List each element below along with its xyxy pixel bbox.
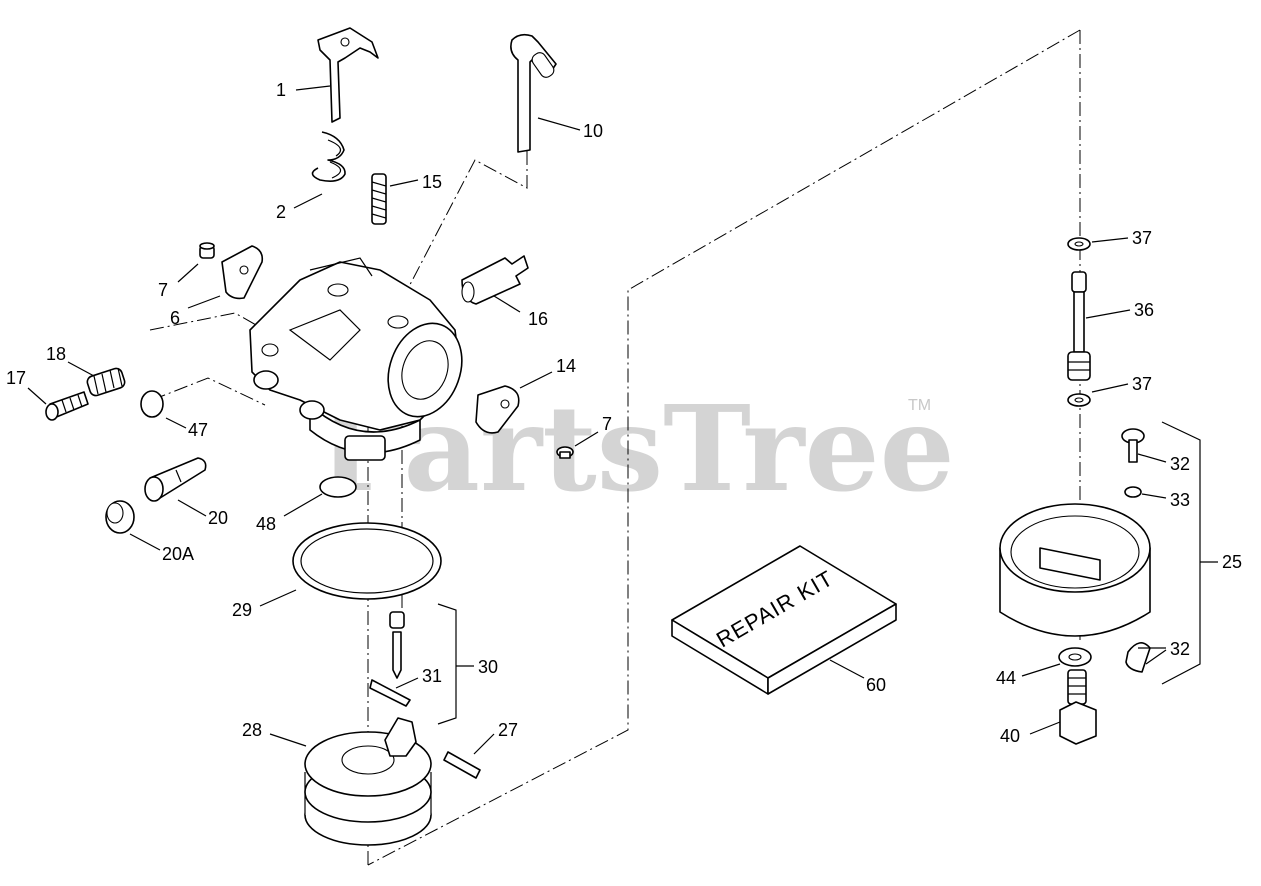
fiber-washer-part bbox=[1058, 647, 1092, 667]
carburetor-body-part bbox=[249, 257, 463, 461]
drain-washer-part bbox=[1124, 486, 1142, 498]
callout-1: 1 bbox=[276, 80, 286, 100]
cap-part bbox=[105, 500, 135, 534]
callout-15: 15 bbox=[422, 172, 442, 192]
callout-10: 10 bbox=[583, 121, 603, 141]
callout-7-right: 7 bbox=[602, 414, 612, 434]
callout-37-top: 37 bbox=[1132, 228, 1152, 248]
bowl-bolt-part bbox=[1067, 271, 1091, 381]
leader-lines bbox=[27, 85, 1218, 755]
callout-36: 36 bbox=[1134, 300, 1154, 320]
callout-20: 20 bbox=[208, 508, 228, 528]
callout-37-bottom: 37 bbox=[1132, 374, 1152, 394]
callout-20A: 20A bbox=[162, 544, 194, 564]
watermark-trademark: TM bbox=[908, 397, 931, 414]
bowl-nut-part bbox=[1059, 669, 1097, 745]
gasket-disc-part bbox=[319, 476, 357, 498]
callout-2: 2 bbox=[276, 202, 286, 222]
callout-16: 16 bbox=[528, 309, 548, 329]
callout-labels: 1 2 10 15 7 6 16 18 17 14 47 7 20 48 20A… bbox=[6, 80, 1242, 746]
welch-plug-part bbox=[140, 390, 164, 418]
bowl-clip-part bbox=[1125, 642, 1151, 673]
washer-part-bottom bbox=[1067, 393, 1091, 407]
callout-30: 30 bbox=[478, 657, 498, 677]
fuel-fitting-part bbox=[461, 255, 529, 305]
choke-lever-plate-part bbox=[475, 385, 520, 434]
throttle-shaft-part bbox=[317, 27, 379, 123]
repair-kit-part: REPAIR KIT bbox=[671, 545, 897, 695]
main-jet-screw-part bbox=[144, 457, 207, 502]
callout-7-left: 7 bbox=[158, 280, 168, 300]
throttle-spring-part bbox=[311, 131, 346, 182]
callout-32-top: 32 bbox=[1170, 454, 1190, 474]
washer-part-top bbox=[1067, 237, 1091, 251]
callout-60: 60 bbox=[866, 675, 886, 695]
callout-40: 40 bbox=[1000, 726, 1020, 746]
callout-28: 28 bbox=[242, 720, 262, 740]
drain-screw-part bbox=[1121, 428, 1145, 463]
callout-47: 47 bbox=[188, 420, 208, 440]
callout-18: 18 bbox=[46, 344, 66, 364]
callout-33: 33 bbox=[1170, 490, 1190, 510]
choke-plate-part bbox=[221, 245, 264, 300]
choke-shaft-part bbox=[510, 33, 557, 153]
float-needle-part bbox=[369, 611, 411, 707]
idle-screw-spring-part bbox=[371, 173, 387, 225]
float-pin-part bbox=[443, 751, 481, 779]
mixture-spring-part bbox=[86, 367, 126, 397]
callout-25: 25 bbox=[1222, 552, 1242, 572]
callout-44: 44 bbox=[996, 668, 1016, 688]
float-bowl-part bbox=[999, 503, 1151, 637]
callout-6: 6 bbox=[170, 308, 180, 328]
callout-27: 27 bbox=[498, 720, 518, 740]
callout-17: 17 bbox=[6, 368, 26, 388]
screw-part-left bbox=[199, 242, 215, 259]
callout-48: 48 bbox=[256, 514, 276, 534]
callout-14: 14 bbox=[556, 356, 576, 376]
callout-32-bottom: 32 bbox=[1170, 639, 1190, 659]
float-part bbox=[304, 717, 432, 846]
callout-29: 29 bbox=[232, 600, 252, 620]
bowl-gasket-part bbox=[292, 522, 442, 600]
screw-part-right bbox=[556, 446, 574, 459]
mixture-screw-part bbox=[45, 391, 89, 421]
callout-31: 31 bbox=[422, 666, 442, 686]
